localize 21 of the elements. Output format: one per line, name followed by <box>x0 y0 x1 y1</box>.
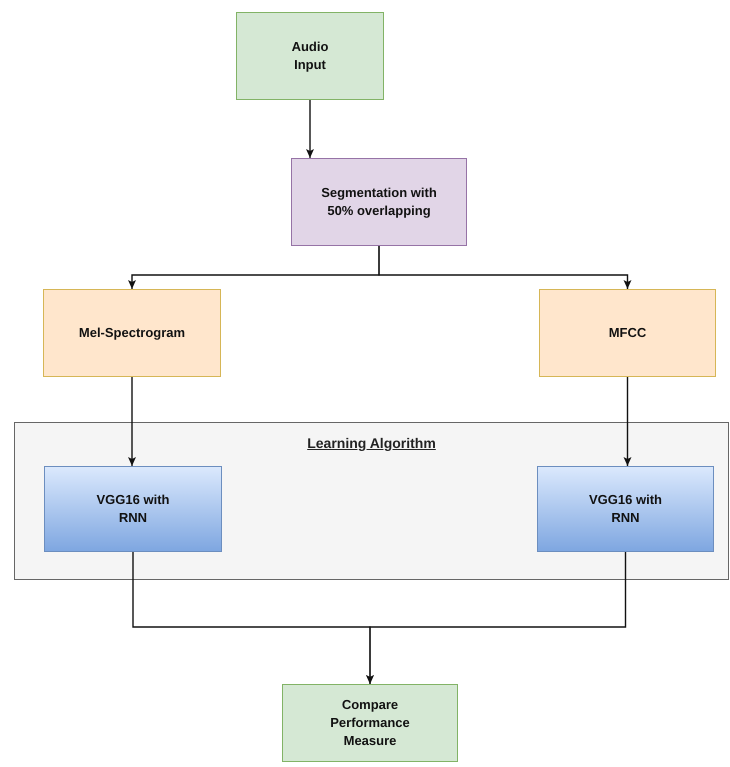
arrow <box>624 377 632 466</box>
arrow <box>306 100 314 158</box>
process-box <box>43 289 221 377</box>
box-label: Mel-Spectrogram <box>78 324 186 342</box>
box-label: MFCC <box>608 324 646 342</box>
group-title: Learning Algorithm <box>307 435 436 451</box>
process-box <box>539 289 716 377</box>
group-panel <box>14 422 729 580</box>
process-box <box>537 466 714 552</box>
box-label: Audio Input <box>290 38 330 74</box>
box-label: Compare Performance Measure <box>329 696 411 750</box>
process-box <box>44 466 222 552</box>
box-label: Segmentation with 50% overlapping <box>320 184 438 220</box>
process-box <box>236 12 384 100</box>
box-label: VGG16 with RNN <box>588 490 663 527</box>
arrow <box>366 552 626 684</box>
process-box <box>291 158 467 246</box>
arrow <box>378 246 632 289</box>
box-label: VGG16 with RNN <box>96 490 170 527</box>
arrow <box>128 377 136 466</box>
process-box <box>282 684 458 762</box>
